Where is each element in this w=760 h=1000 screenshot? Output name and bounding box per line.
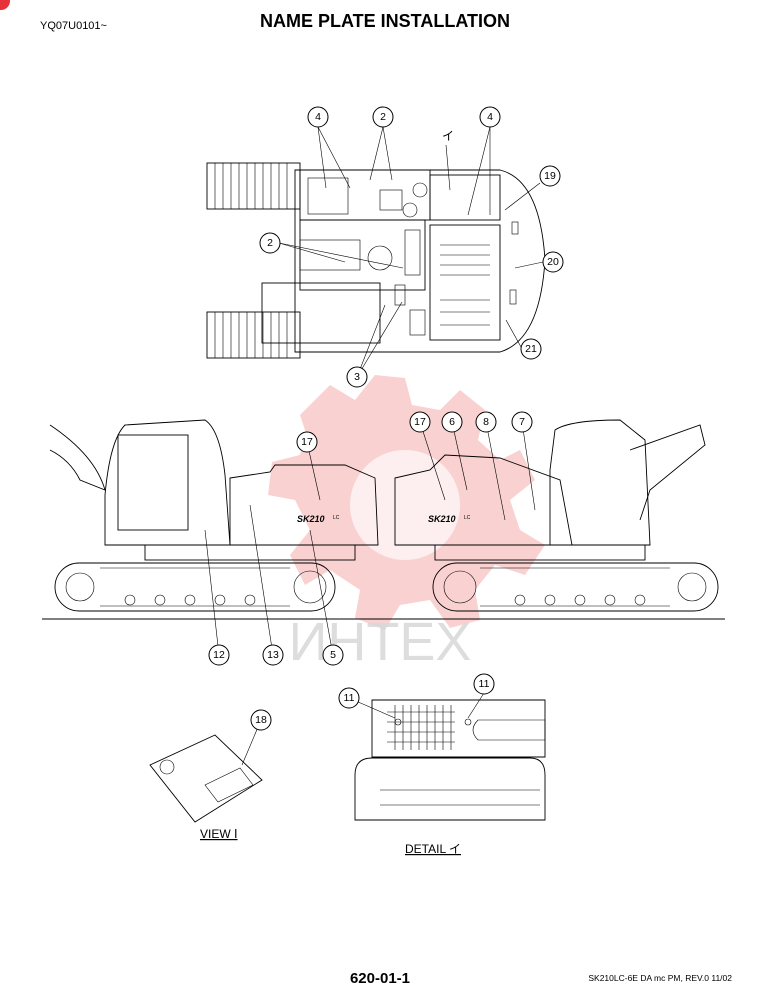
side-view-right: SK210 LC [394, 419, 719, 612]
top-view: イ [206, 126, 546, 378]
view-one-diagram [149, 719, 263, 823]
callout-8: 8 [475, 411, 497, 433]
callout-6: 6 [441, 411, 463, 433]
right-model-suffix: LC [464, 515, 471, 521]
svg-text:20: 20 [547, 256, 559, 268]
callout-2-top: 2 [372, 106, 394, 128]
callout-5: 5 [322, 644, 344, 666]
revision-note: SK210LC-6E DA mc PM, REV.0 11/02 [588, 973, 732, 983]
callout-18: 18 [250, 709, 272, 731]
detail-diagram [348, 692, 546, 821]
callout-3: 3 [346, 366, 368, 388]
corner-dot-icon [0, 0, 10, 10]
view-one-label: VIEW Ⅰ [200, 827, 238, 841]
svg-text:11: 11 [344, 692, 355, 704]
svg-text:4: 4 [487, 111, 493, 123]
right-model-decal: SK210 [428, 514, 456, 524]
page-number: 620-01-1 [349, 970, 411, 987]
side-view-left: SK210 LC [49, 419, 379, 612]
svg-text:17: 17 [414, 416, 426, 428]
serial-number: YQ07U0101~ [40, 20, 107, 32]
svg-text:13: 13 [267, 649, 279, 661]
callout-4-top-right: 4 [479, 106, 501, 128]
left-model-decal: SK210 [297, 514, 325, 524]
callout-11-right: 11 [473, 673, 495, 695]
callout-17-left: 17 [296, 431, 318, 453]
watermark-text: ИНТЕХ [289, 612, 472, 672]
watermark-gear-icon [268, 375, 545, 630]
svg-text:8: 8 [483, 416, 489, 428]
svg-text:17: 17 [301, 436, 313, 448]
callout-11-left: 11 [338, 687, 360, 709]
top-view-marker: イ [442, 129, 454, 143]
svg-text:21: 21 [525, 343, 537, 355]
svg-text:12: 12 [213, 649, 225, 661]
callout-21: 21 [520, 338, 542, 360]
callout-7: 7 [511, 411, 533, 433]
svg-text:4: 4 [315, 111, 321, 123]
callout-20: 20 [542, 251, 564, 273]
callout-12: 12 [208, 644, 230, 666]
callout-13: 13 [262, 644, 284, 666]
svg-text:11: 11 [479, 678, 490, 690]
svg-text:5: 5 [330, 649, 336, 661]
svg-text:2: 2 [267, 237, 273, 249]
detail-label: DETAIL イ [405, 842, 461, 856]
callout-17-right: 17 [409, 411, 431, 433]
callout-2-left: 2 [259, 232, 281, 254]
callout-4-top-left: 4 [307, 106, 329, 128]
svg-text:19: 19 [544, 170, 556, 182]
svg-text:18: 18 [255, 714, 267, 726]
page-title: NAME PLATE INSTALLATION [260, 11, 510, 31]
svg-text:7: 7 [519, 416, 525, 428]
callout-19: 19 [539, 165, 561, 187]
svg-text:3: 3 [354, 371, 360, 383]
left-model-suffix: LC [333, 515, 340, 521]
svg-text:2: 2 [380, 111, 386, 123]
svg-text:6: 6 [449, 416, 455, 428]
